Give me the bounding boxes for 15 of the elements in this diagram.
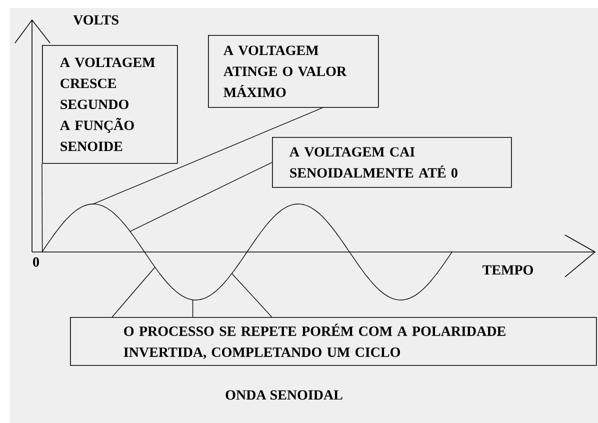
axis-label: VOLTS xyxy=(73,15,118,25)
axis-label: 0 xyxy=(33,257,39,267)
sine-wave xyxy=(42,204,452,300)
leader-line xyxy=(112,267,156,318)
text-box: A VOLTAGEM CAI SENOIDALMENTE ATÉ 0 xyxy=(272,137,512,188)
text-box: A VOLTAGEM CRESCE SEGUNDO A FUNÇÃO SENOIDE xyxy=(42,45,178,164)
text-box: O PROCESSO SE REPETE PORÉM COM A POLARIDADE INVERTIDA, COMPLETANDO UM CICLO xyxy=(70,317,597,366)
text-box: A VOLTAGEM ATINGE O VALOR MÁXIMO xyxy=(208,35,379,108)
axis-label: TEMPO xyxy=(482,265,533,275)
caption: ONDA SENOIDAL xyxy=(226,390,342,400)
leader-line xyxy=(192,300,194,318)
leader-line xyxy=(129,162,272,232)
leader-line xyxy=(92,107,323,205)
leader-line xyxy=(42,163,43,252)
leader-line xyxy=(231,273,272,318)
